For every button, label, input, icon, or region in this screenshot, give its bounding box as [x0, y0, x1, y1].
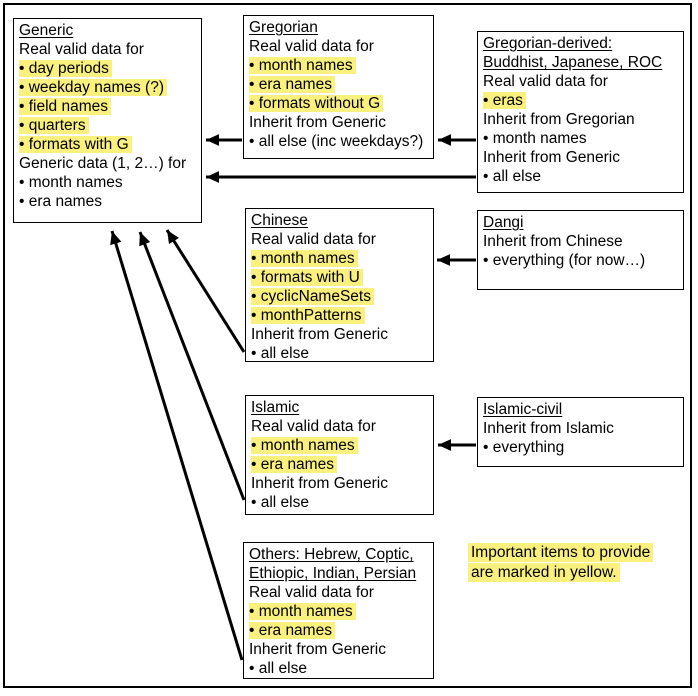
others-item-all-else: • all else: [249, 660, 307, 677]
generic-real-valid-header: Real valid data for: [19, 41, 144, 58]
highlight: • month names: [249, 57, 356, 74]
highlight: • cyclicNameSets: [251, 288, 374, 305]
highlight: • era names: [249, 76, 335, 93]
chinese-box-title: Chinese: [251, 212, 308, 229]
gregorian-derived-box-title-2: Buddhist, Japanese, ROC: [483, 54, 663, 71]
chinese-box: Chinese Real valid data for • month name…: [245, 208, 434, 362]
chinese-item-formats-with-u: • formats with U: [251, 268, 428, 287]
gregorian-derived-item-month-names: • month names: [483, 130, 587, 147]
gregorian-item-month-names: • month names: [249, 56, 428, 75]
islamic-real-valid-header: Real valid data for: [251, 418, 376, 435]
gregorian-item-era-names: • era names: [249, 75, 428, 94]
gregorian-derived-inherit-generic-header: Inherit from Generic: [483, 149, 620, 166]
generic-item-quarters: • quarters: [19, 116, 196, 135]
islamic-box-title: Islamic: [251, 399, 300, 416]
diagram-border: [3, 3, 692, 688]
highlight: • formats with U: [251, 269, 363, 286]
islamic-inherit-header: Inherit from Generic: [251, 475, 388, 492]
highlight: • month names: [251, 437, 358, 454]
islamic-civil-box-title: Islamic-civil: [483, 401, 563, 418]
others-item-era-names: • era names: [249, 621, 428, 640]
islamic-box: Islamic Real valid data for • month name…: [245, 395, 434, 515]
generic-item-era-names: • era names: [19, 193, 102, 210]
chinese-item-month-names: • month names: [251, 249, 428, 268]
highlight: • day periods: [19, 60, 112, 77]
gregorian-derived-item-eras: • eras: [483, 91, 678, 110]
chinese-inherit-header: Inherit from Generic: [251, 326, 388, 343]
others-box-title-1: Others: Hebrew, Coptic,: [249, 546, 414, 563]
islamic-civil-item-everything: • everything: [483, 439, 565, 456]
others-item-month-names: • month names: [249, 602, 428, 621]
gregorian-derived-real-valid-header: Real valid data for: [483, 73, 608, 90]
legend-note: Important items to provide are marked in…: [468, 543, 654, 583]
highlight: • formats with G: [19, 136, 132, 153]
islamic-item-month-names: • month names: [251, 436, 428, 455]
highlight: • weekday names (?): [19, 79, 167, 96]
highlight: • monthPatterns: [251, 307, 365, 324]
highlight: • quarters: [19, 117, 89, 134]
chinese-item-all-else: • all else: [251, 345, 309, 362]
chinese-real-valid-header: Real valid data for: [251, 231, 376, 248]
highlight: are marked in yellow.: [468, 563, 620, 582]
others-real-valid-header: Real valid data for: [249, 584, 374, 601]
gregorian-inherit-header: Inherit from Generic: [249, 114, 386, 131]
gregorian-derived-inherit-gregorian-header: Inherit from Gregorian: [483, 111, 635, 128]
dangi-item-everything: • everything (for now…): [483, 252, 646, 269]
islamic-item-all-else: • all else: [251, 494, 309, 511]
highlight: • month names: [249, 603, 356, 620]
gregorian-box-title: Gregorian: [249, 19, 318, 36]
gregorian-derived-item-all-else: • all else: [483, 168, 541, 185]
highlight: • formats without G: [249, 95, 384, 112]
generic-data-header: Generic data (1, 2…) for: [19, 155, 187, 172]
highlight: • month names: [251, 250, 358, 267]
generic-item-month-names: • month names: [19, 174, 123, 191]
highlight: • era names: [251, 456, 337, 473]
gregorian-item-formats-without-g: • formats without G: [249, 94, 428, 113]
islamic-civil-box: Islamic-civil Inherit from Islamic • eve…: [477, 397, 684, 467]
generic-box-title: Generic: [19, 22, 74, 39]
gregorian-box: Gregorian Real valid data for • month na…: [243, 15, 434, 159]
others-box: Others: Hebrew, Coptic, Ethiopic, Indian…: [243, 542, 434, 679]
others-box-title-2: Ethiopic, Indian, Persian: [249, 565, 417, 582]
gregorian-real-valid-header: Real valid data for: [249, 38, 374, 55]
chinese-item-monthpatterns: • monthPatterns: [251, 306, 428, 325]
legend-note-line-1: Important items to provide: [468, 543, 654, 563]
dangi-inherit-header: Inherit from Chinese: [483, 233, 623, 250]
others-inherit-header: Inherit from Generic: [249, 641, 386, 658]
gregorian-derived-box: Gregorian-derived: Buddhist, Japanese, R…: [477, 31, 684, 193]
generic-item-day-periods: • day periods: [19, 59, 196, 78]
highlight: • era names: [249, 622, 335, 639]
generic-box: Generic Real valid data for • day period…: [13, 18, 202, 223]
generic-item-weekday-names: • weekday names (?): [19, 78, 196, 97]
legend-note-line-2: are marked in yellow.: [468, 563, 653, 583]
islamic-civil-inherit-header: Inherit from Islamic: [483, 420, 614, 437]
dangi-box-title: Dangi: [483, 214, 524, 231]
islamic-item-era-names: • era names: [251, 455, 428, 474]
highlight: • field names: [19, 98, 111, 115]
gregorian-item-all-else: • all else (inc weekdays?): [249, 133, 424, 150]
dangi-box: Dangi Inherit from Chinese • everything …: [477, 210, 684, 290]
generic-item-field-names: • field names: [19, 97, 196, 116]
highlight: • eras: [483, 92, 526, 109]
highlight: Important items to provide: [468, 543, 654, 562]
gregorian-derived-box-title-1: Gregorian-derived:: [483, 35, 613, 52]
chinese-item-cyclicnamesets: • cyclicNameSets: [251, 287, 428, 306]
generic-item-formats-with-g: • formats with G: [19, 135, 196, 154]
